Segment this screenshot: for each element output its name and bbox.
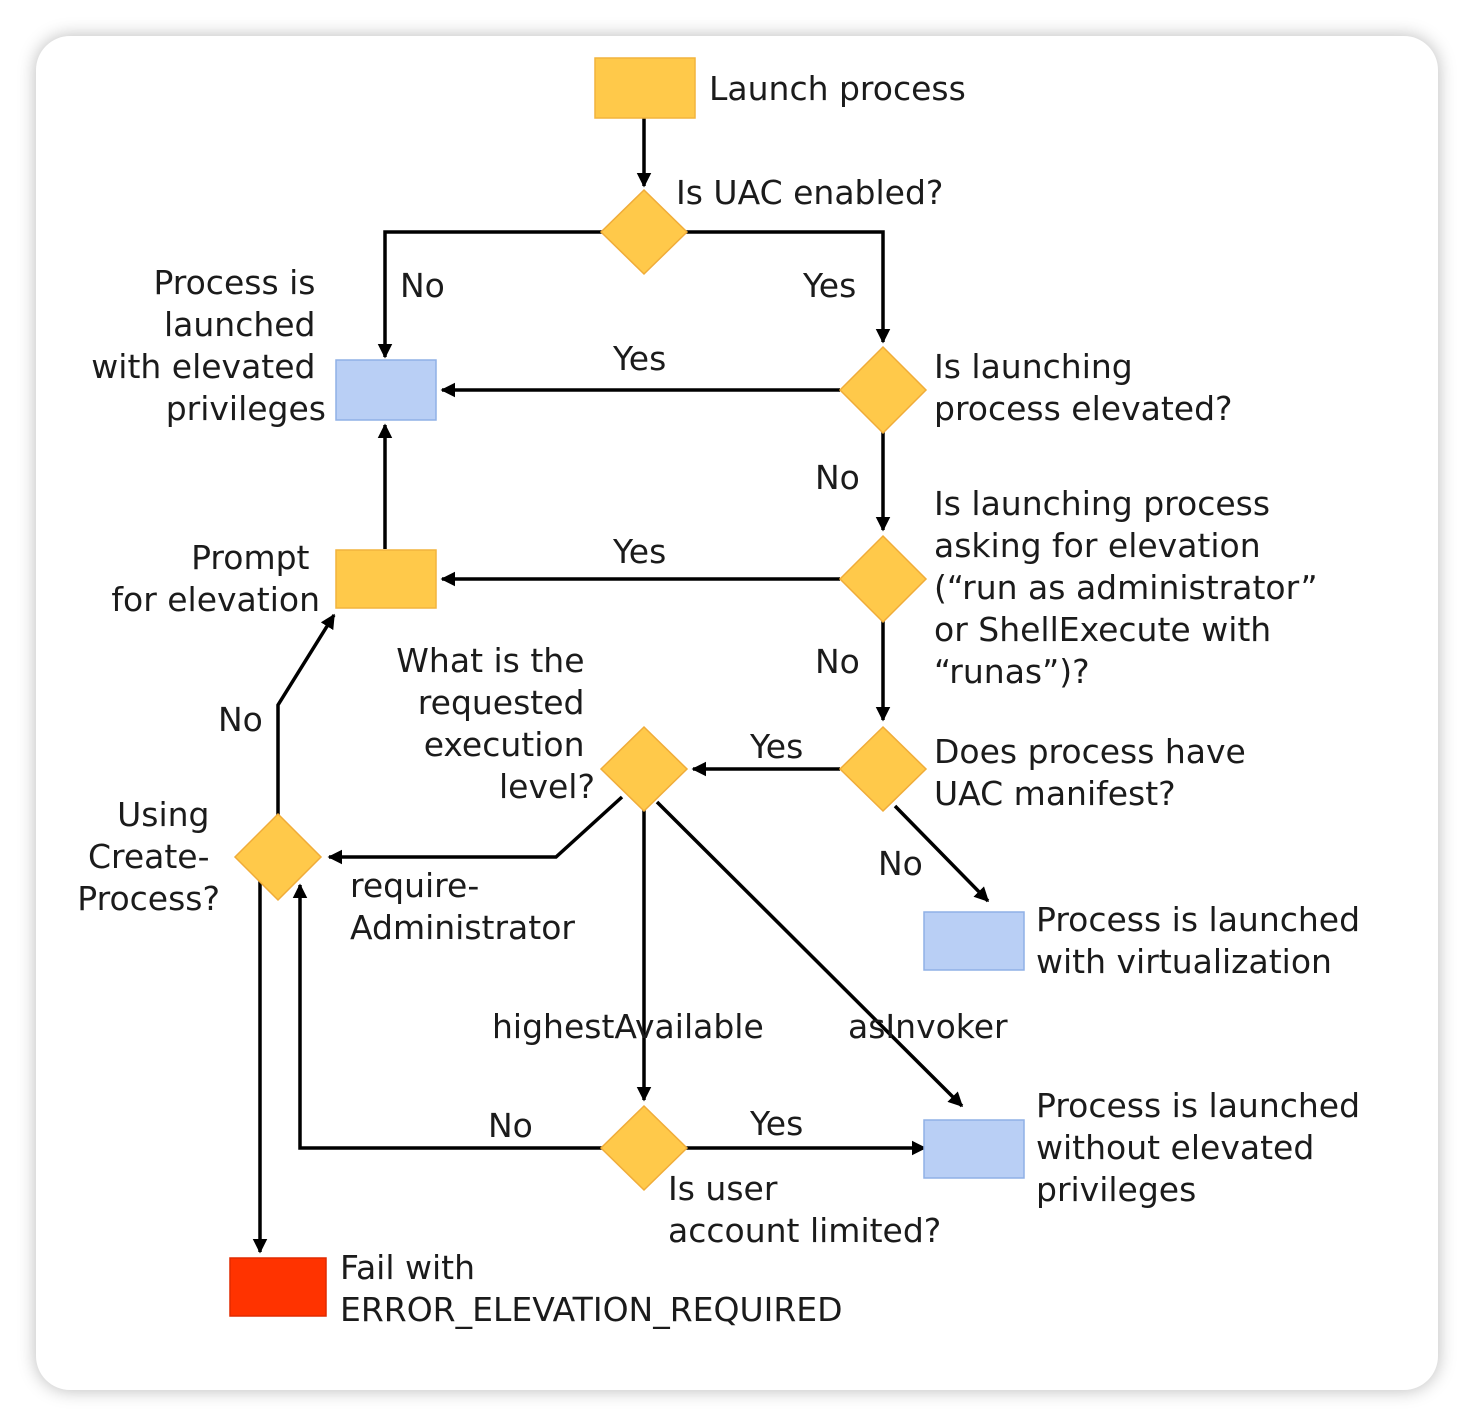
edge-label-manifest-yes: Yes: [749, 727, 803, 766]
launching-elevated-diamond: [838, 345, 928, 435]
edge-uac-yes: [686, 230, 891, 344]
nodes: [229, 57, 1025, 1317]
edge-label-highest-available: highestAvailable: [492, 1007, 764, 1046]
edge-label-as-invoker: asInvoker: [848, 1007, 1008, 1046]
edge-manifest-no: [893, 804, 990, 903]
elevated-result-label: Process is launched with elevated privil…: [91, 263, 326, 428]
edge-label-asking-yes: Yes: [612, 532, 666, 571]
asking-elevation-label: Is launching process asking for elevatio…: [934, 484, 1328, 691]
edge-label-uac-no: No: [400, 266, 445, 305]
create-process-diamond: [233, 812, 323, 902]
edge-create-no: [276, 613, 336, 815]
execution-level-diamond: [599, 725, 689, 813]
user-limited-label: Is user account limited?: [668, 1169, 941, 1250]
edge-limited-no: [292, 883, 602, 1150]
virtualization-result-label: Process is launched with virtualization: [1036, 900, 1371, 981]
launch-process-label: Launch process: [709, 69, 966, 108]
elevated-result-box: [335, 359, 437, 421]
uac-manifest-diamond: [838, 725, 928, 813]
not-elevated-result-label: Process is launched without elevated pri…: [1036, 1086, 1371, 1209]
edge-label-uac-yes: Yes: [802, 266, 856, 305]
edge-uac-no: [377, 230, 602, 359]
launching-elevated-label: Is launching process elevated?: [934, 347, 1233, 428]
edge-label-create-no: No: [218, 700, 263, 739]
user-limited-diamond: [599, 1104, 689, 1192]
prompt-elevation-box: [335, 549, 437, 609]
not-elevated-result-box: [923, 1119, 1025, 1179]
fail-box: [229, 1257, 327, 1317]
edge-label-limited-no: No: [488, 1106, 533, 1145]
edge-label-asking-no: No: [815, 642, 860, 681]
create-process-label: Using Create- Process?: [77, 795, 220, 918]
edge-labels: No Yes Yes No Yes No Yes No No require- …: [218, 266, 1008, 1145]
prompt-elevation-label: Prompt for elevation: [111, 538, 320, 619]
edge-as-invoker: [655, 800, 964, 1108]
uac-enabled-label: Is UAC enabled?: [676, 173, 943, 212]
edge-label-elevated-yes: Yes: [612, 339, 666, 378]
diagram-card: [36, 36, 1438, 1390]
asking-elevation-diamond: [838, 534, 928, 624]
uac-manifest-label: Does process have UAC manifest?: [934, 732, 1256, 813]
execution-level-label: What is the requested execution level?: [396, 641, 595, 806]
edge-require-admin: [327, 795, 624, 865]
uac-enabled-diamond: [599, 188, 689, 276]
edge-label-elevated-no: No: [815, 458, 860, 497]
launch-process-box: [594, 57, 696, 119]
virtualization-result-box: [923, 911, 1025, 971]
edge-label-limited-yes: Yes: [749, 1104, 803, 1143]
edge-label-manifest-no: No: [878, 844, 923, 883]
node-labels: Launch process Is UAC enabled? Process i…: [77, 69, 1371, 1329]
edge-label-require-admin: require- Administrator: [350, 866, 575, 947]
edges: [252, 118, 990, 1254]
fail-label: Fail with ERROR_ELEVATION_REQUIRED: [340, 1248, 843, 1329]
